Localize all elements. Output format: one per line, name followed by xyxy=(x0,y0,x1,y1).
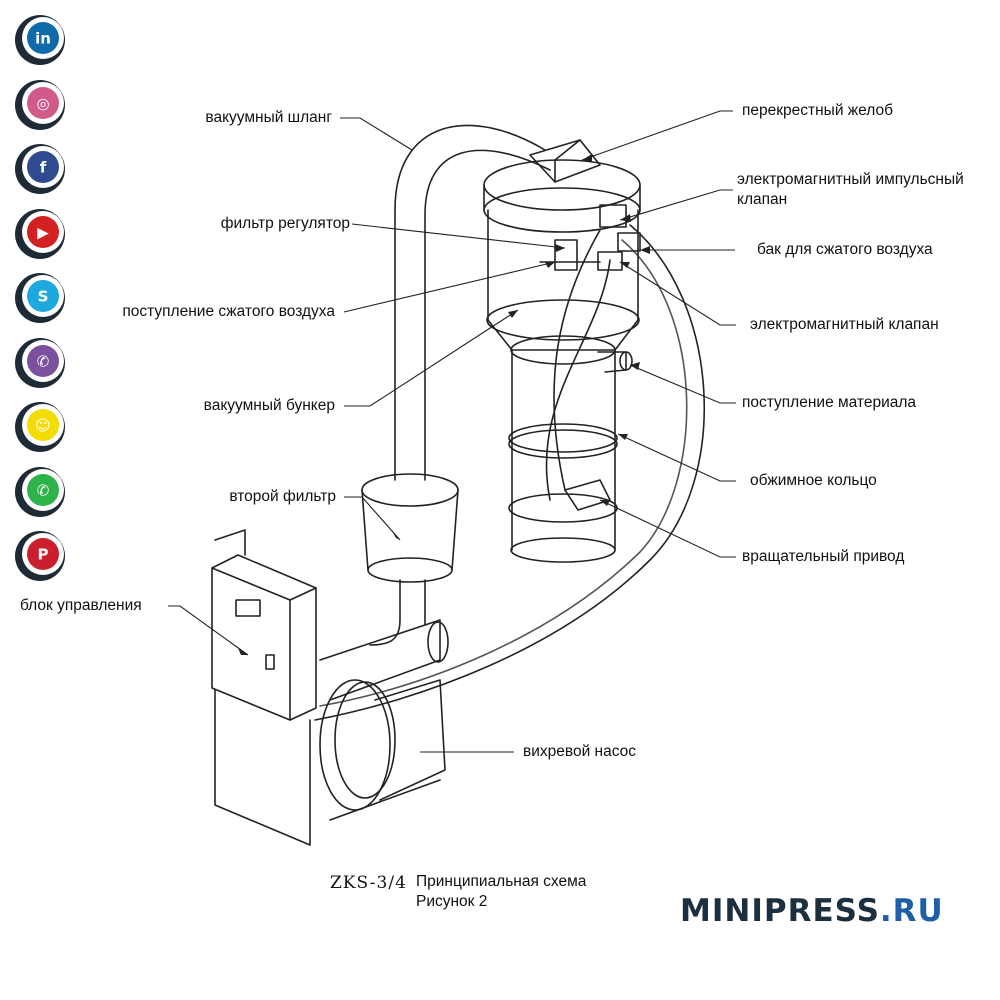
leader-cross-chute xyxy=(581,110,733,161)
social-glyph: ▶ xyxy=(37,223,49,241)
social-glyph: ◎ xyxy=(36,94,49,112)
label-second-filter: второй фильтр xyxy=(229,488,336,505)
leader-clamp-ring xyxy=(617,433,736,482)
clamp-ring xyxy=(508,423,618,453)
hopper-cone xyxy=(487,319,639,351)
social-glyph: ✆ xyxy=(37,352,50,370)
leader-solenoid-valve xyxy=(619,261,736,326)
pulse-valve xyxy=(599,204,627,228)
leader-filter-regulator xyxy=(351,223,566,249)
social-glyph: ✆ xyxy=(37,481,50,499)
label-cross-chute: перекрестный желоб xyxy=(742,102,893,119)
second-filter xyxy=(361,473,459,507)
brand-name: MINIPRESS xyxy=(680,893,880,929)
hopper-lid xyxy=(483,159,641,211)
leader-vacuum-hose xyxy=(340,117,413,151)
solenoid-valve xyxy=(597,251,623,271)
label-solenoid-valve: электромагнитный клапан xyxy=(750,316,939,333)
leader-rotary-drive xyxy=(599,499,736,558)
leader-control-unit xyxy=(168,605,249,656)
label-compressed-air-inlet: поступление сжатого воздуха xyxy=(122,303,335,320)
control-cabinet xyxy=(211,567,291,721)
leader-second-filter xyxy=(344,496,401,541)
leader-material-inlet xyxy=(629,364,736,404)
brand-logo[interactable]: MINIPRESS.RU xyxy=(680,893,944,929)
leader-pulse-valve xyxy=(619,189,733,221)
linkedin-icon[interactable]: in xyxy=(12,12,68,68)
snapchat-icon[interactable]: ☺ xyxy=(12,399,68,455)
label-material-inlet: поступление материала xyxy=(742,394,917,411)
label-vacuum-hose: вакуумный шланг xyxy=(205,109,332,126)
skype-icon[interactable]: S xyxy=(12,270,68,326)
brand-domain: .RU xyxy=(879,893,944,929)
facebook-icon[interactable]: f xyxy=(12,141,68,197)
label-control-unit: блок управления xyxy=(20,597,142,614)
figure-caption: Принципиальная схема Рисунок 2 xyxy=(416,872,586,912)
social-glyph: P xyxy=(38,546,49,564)
leader-air-inlet xyxy=(343,261,556,313)
whatsapp-icon[interactable]: ✆ xyxy=(12,464,68,520)
caption-figure: Рисунок 2 xyxy=(416,893,488,910)
social-glyph: S xyxy=(38,288,49,306)
label-clamp-ring: обжимное кольцо xyxy=(750,472,877,489)
label-filter-regulator: фильтр регулятор xyxy=(220,215,350,232)
cross-chute xyxy=(529,139,601,183)
label-vortex-pump: вихревой насос xyxy=(523,743,637,760)
pinterest-icon[interactable]: P xyxy=(12,528,68,584)
label-vacuum-hopper: вакуумный бункер xyxy=(203,397,335,414)
leader-hopper xyxy=(344,309,519,407)
model-code: ZKS-3/4 xyxy=(330,873,407,893)
label-rotary-drive: вращательный привод xyxy=(742,548,905,565)
youtube-icon[interactable]: ▶ xyxy=(12,206,68,262)
caption-title: Принципиальная схема xyxy=(416,873,587,890)
viber-icon[interactable]: ✆ xyxy=(12,335,68,391)
return-hose xyxy=(314,224,705,721)
filter-regulator xyxy=(554,239,578,271)
label-pulse-valve-line1: электромагнитный импульсный xyxy=(737,171,964,188)
label-air-tank: бак для сжатого воздуха xyxy=(757,241,933,258)
material-inlet-pipe xyxy=(597,351,627,373)
social-glyph: ☺ xyxy=(35,417,51,435)
vacuum-hose xyxy=(394,124,546,481)
label-pulse-valve-line2: клапан xyxy=(737,191,788,208)
social-glyph: f xyxy=(40,159,47,177)
instagram-icon[interactable]: ◎ xyxy=(12,77,68,133)
vortex-pump xyxy=(319,679,391,811)
social-glyph: in xyxy=(35,30,51,48)
air-tank xyxy=(617,232,641,252)
